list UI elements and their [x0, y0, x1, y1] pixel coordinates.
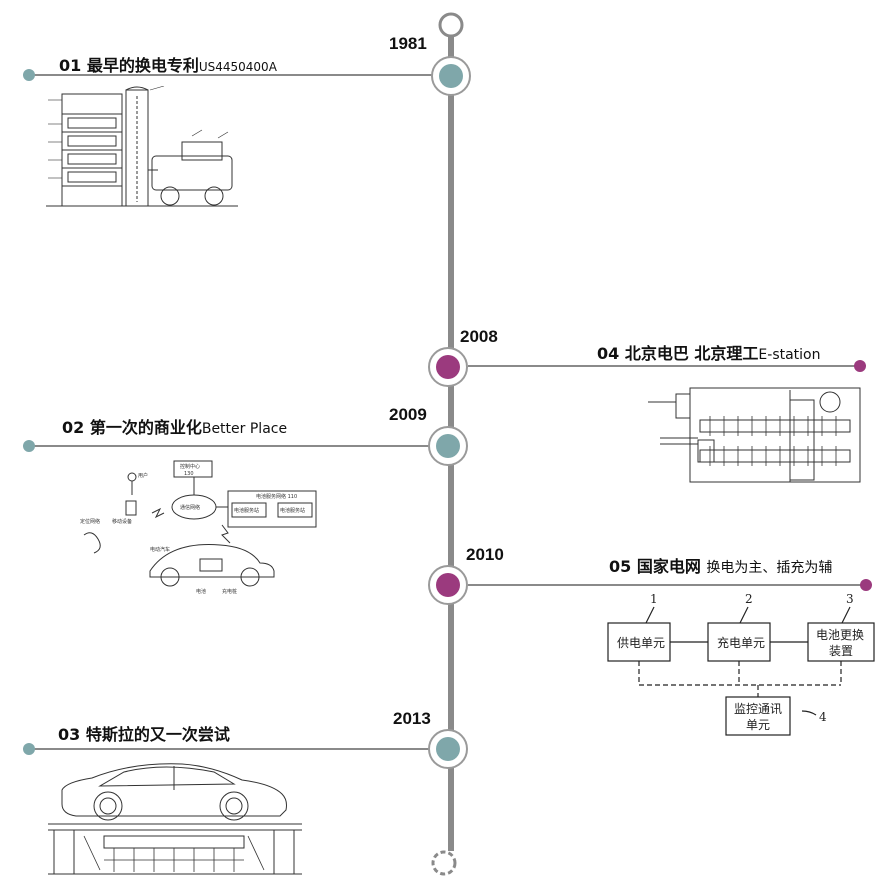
flow-box-monitor-line2: 单元 — [746, 718, 770, 732]
betterplace-diagram-02: 控制中心 130 通信网络 电池服务网络 110 电池服务站 电池服务站 用户 … — [72, 455, 322, 600]
flow-num-4: 4 — [819, 710, 827, 724]
bp-battery-label: 电池 — [196, 588, 206, 595]
year-label-2008: 2008 — [460, 327, 498, 346]
flow-box-charge: 充电单元 — [717, 635, 765, 650]
event-01-heading: 01 最早的换电专利 — [59, 56, 199, 75]
flowchart-05: 1 2 3 4 供电单元 充电单元 电池更换 装置 监控通讯 单元 — [600, 585, 875, 740]
bp-server-2: 电池服务站 — [280, 507, 305, 514]
tesla-swap-drawing-03 — [44, 760, 306, 878]
year-label-1981: 1981 — [389, 34, 427, 53]
flow-box-swap-line2: 装置 — [829, 644, 853, 658]
event-03-heading: 03 特斯拉的又一次尝试 — [58, 725, 230, 744]
connector-05-dot — [860, 579, 872, 591]
bp-server-group: 电池服务网络 110 — [256, 493, 297, 500]
bp-device-label: 移动设备 — [112, 518, 132, 525]
event-05-policy: 换电为主、插充为辅 — [706, 560, 833, 576]
bp-network-label: 通信网络 — [180, 504, 200, 511]
node-2008 — [428, 347, 468, 387]
connector-04-dot — [854, 360, 866, 372]
event-04-station: E-station — [758, 347, 821, 363]
bp-user-label: 用户 — [138, 472, 148, 479]
patent-drawing-01 — [42, 86, 242, 216]
node-2009 — [428, 426, 468, 466]
event-02-title: 02 第一次的商业化Better Place — [62, 414, 287, 438]
timeline-end-node — [431, 850, 457, 876]
event-05-title: 05 国家电网 换电为主、插充为辅 — [609, 553, 832, 577]
node-2013 — [428, 729, 468, 769]
event-04-heading: 04 北京电巴 北京理工 — [597, 344, 759, 363]
flow-num-2: 2 — [745, 592, 753, 606]
node-2010 — [428, 565, 468, 605]
bp-car-label: 电动汽车 — [150, 546, 170, 553]
bp-charger-label: 充电桩 — [222, 588, 237, 595]
year-label-2013: 2013 — [393, 709, 431, 728]
bp-center-label: 控制中心 — [180, 463, 200, 470]
timeline-start-node — [438, 12, 464, 38]
event-01-title: 01 最早的换电专利US4450400A — [59, 52, 277, 76]
event-03-title: 03 特斯拉的又一次尝试 — [58, 721, 230, 745]
event-04-title: 04 北京电巴 北京理工E-station — [597, 340, 821, 364]
connector-01-dot — [23, 69, 35, 81]
bp-center-number: 130 — [184, 471, 194, 477]
connector-02-dot — [23, 440, 35, 452]
estation-drawing-04 — [640, 370, 868, 488]
connector-03-dot — [23, 743, 35, 755]
event-01-patent: US4450400A — [198, 60, 277, 74]
flow-box-monitor-line1: 监控通讯 — [734, 702, 782, 716]
flow-num-1: 1 — [650, 592, 658, 606]
year-label-2010: 2010 — [466, 545, 504, 564]
event-05-heading: 05 国家电网 — [609, 557, 701, 576]
bp-server-1: 电池服务站 — [234, 507, 259, 514]
event-02-heading: 02 第一次的商业化 — [62, 418, 202, 437]
flow-box-supply: 供电单元 — [617, 636, 665, 650]
flow-num-3: 3 — [846, 592, 854, 606]
flow-box-swap-line1: 电池更换 — [816, 628, 864, 642]
year-label-2009: 2009 — [389, 405, 427, 424]
node-1981 — [431, 56, 471, 96]
bp-locator-label: 定位网络 — [80, 518, 100, 525]
event-02-company: Better Place — [201, 421, 288, 437]
